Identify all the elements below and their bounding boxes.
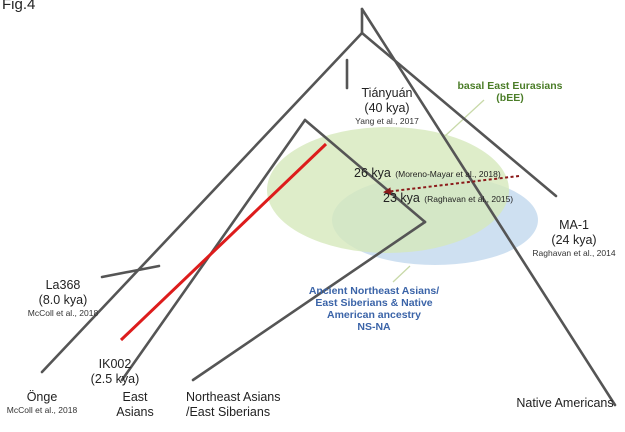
onge-cite: McColl et al., 2018: [6, 405, 78, 415]
la368-name: La368: [45, 278, 81, 292]
nsna-abbr: NS-NA: [357, 321, 391, 333]
ma1-label: MA-1 (24 kya) Raghavan et al., 2014: [524, 218, 624, 258]
nsna-label: Ancient Northeast Asians/ East Siberians…: [298, 285, 450, 333]
split26-age: 26 kya: [354, 166, 391, 180]
ne-asians-label: Northeast Asians /East Siberians: [186, 390, 296, 420]
east-asians-line2: Asians: [116, 405, 154, 419]
ik002-age: (2.5 kya): [90, 372, 140, 386]
split23-cite: (Raghavan et al., 2015): [424, 194, 514, 204]
la368-label: La368 (8.0 kya) McColl et al., 2018: [18, 278, 108, 318]
ik002-name: IK002: [98, 357, 132, 371]
onge-label: Önge McColl et al., 2018: [2, 390, 82, 415]
la368-cite: McColl et al., 2018: [27, 308, 99, 318]
onge-name: Önge: [26, 390, 58, 404]
la368-age: (8.0 kya): [38, 293, 88, 307]
bee-abbr: (bEE): [496, 92, 524, 104]
tianyuan-age: (40 kya): [364, 101, 410, 115]
bee-title: basal East Eurasians: [457, 80, 563, 92]
ne-asians-line1: Northeast Asians: [186, 390, 281, 404]
branch-ne-east-siberian-clade: [303, 118, 427, 224]
native-americans-label: Native Americans: [510, 396, 620, 411]
gene-flow-arrow: [383, 175, 520, 196]
nsna-line1: Ancient Northeast Asians/: [308, 285, 440, 297]
bee-label: basal East Eurasians (bEE): [445, 80, 575, 104]
ne-asians-line2: /East Siberians: [186, 405, 271, 419]
tree-branches: [40, 7, 617, 407]
figure-label: Fig.4: [2, 0, 36, 13]
branch-ne-asians: [191, 220, 427, 382]
branch-ma1: [360, 31, 558, 198]
tianyuan-name: Tiányuán: [361, 86, 413, 100]
ma1-cite: Raghavan et al., 2014: [532, 248, 616, 258]
split23-age: 23 kya: [383, 191, 420, 205]
east-asians-line1: East: [122, 390, 148, 404]
east-asians-label: East Asians: [112, 390, 158, 420]
nsna-pointer-line: [392, 265, 411, 283]
split23-label: 23 kya (Raghavan et al., 2015): [383, 189, 513, 207]
native-americans-name: Native Americans: [516, 396, 614, 410]
branch-left-main: [40, 31, 364, 374]
nsna-line2: East Siberians & Native: [315, 297, 433, 309]
tianyuan-cite: Yang et al., 2017: [355, 116, 419, 126]
ma1-age: (24 kya): [551, 233, 597, 247]
split26-label: 26 kya (Moreno-Mayar et al., 2018): [354, 164, 501, 182]
ik002-red-branch: [119, 142, 328, 342]
tianyuan-label: Tiányuán (40 kya) Yang et al., 2017: [332, 86, 442, 126]
ik002-label: IK002 (2.5 kya): [80, 357, 150, 387]
nsna-line3: American ancestry: [327, 309, 421, 321]
split26-cite: (Moreno-Mayar et al., 2018): [395, 169, 501, 179]
ma1-name: MA-1: [559, 218, 589, 232]
branch-native-americans: [360, 7, 617, 407]
branch-la368: [100, 264, 161, 279]
